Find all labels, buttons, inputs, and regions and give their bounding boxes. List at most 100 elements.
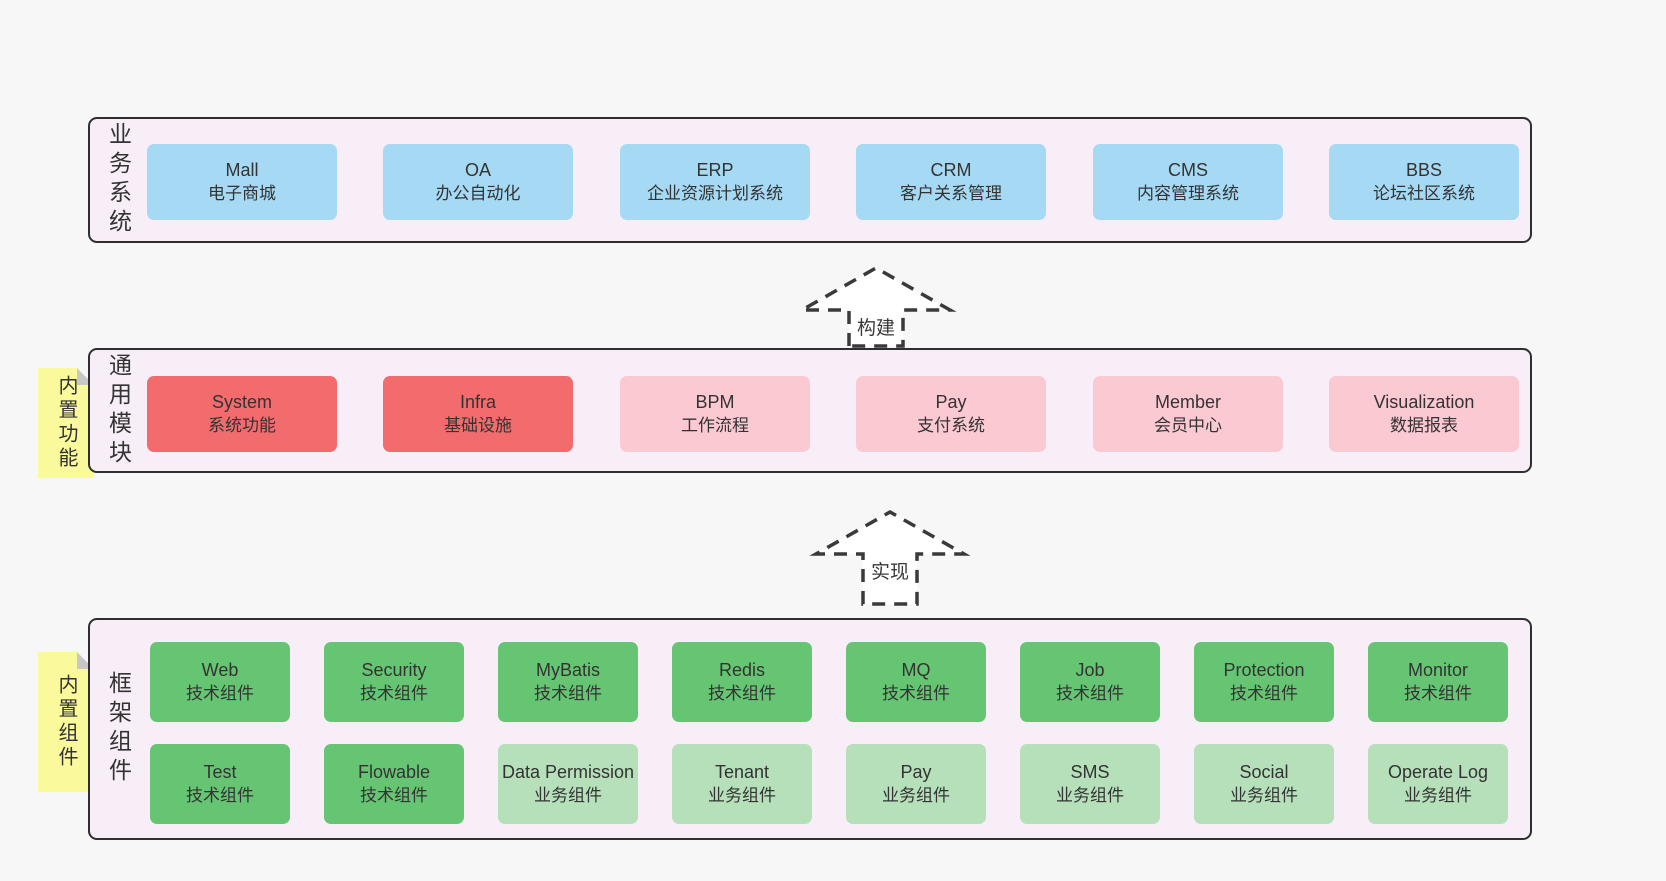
box-subtitle: 业务组件 (1056, 785, 1124, 805)
box-mall: Mall 电子商城 (147, 144, 337, 220)
box-subtitle: 技术组件 (186, 683, 254, 703)
box-protection: Protection 技术组件 (1194, 642, 1334, 722)
band-business-systems: 业务系统 Mall 电子商城 OA 办公自动化 ERP 企业资源计划系统 CRM… (88, 117, 1532, 243)
box-bbs: BBS 论坛社区系统 (1329, 144, 1519, 220)
box-social: Social 业务组件 (1194, 744, 1334, 824)
box-title: Flowable (357, 761, 431, 782)
box-subtitle: 业务组件 (1230, 785, 1298, 805)
box-title: Data Permission (501, 761, 635, 782)
box-title: Tenant (714, 761, 770, 782)
box-web: Web 技术组件 (150, 642, 290, 722)
box-title: BBS (1405, 159, 1443, 180)
box-title: OA (464, 159, 491, 180)
box-title: Member (1154, 391, 1221, 412)
box-security: Security 技术组件 (324, 642, 464, 722)
band-common-modules: 通用模块 System 系统功能 Infra 基础设施 BPM 工作流程 Pay… (88, 348, 1532, 473)
box-title: Protection (1223, 659, 1305, 680)
box-title: SMS (1070, 761, 1110, 782)
box-subtitle: 技术组件 (360, 683, 428, 703)
box-pay: Pay 支付系统 (856, 376, 1046, 452)
sticky-note-text: 内置功能 (55, 375, 77, 471)
box-mybatis: MyBatis 技术组件 (498, 642, 638, 722)
box-tenant: Tenant 业务组件 (672, 744, 812, 824)
box-subtitle: 内容管理系统 (1137, 183, 1239, 203)
box-title: ERP (696, 159, 734, 180)
box-operate-log: Operate Log 业务组件 (1368, 744, 1508, 824)
box-subtitle: 办公自动化 (435, 183, 521, 203)
box-title: Web (201, 659, 239, 680)
box-subtitle: 业务组件 (534, 785, 602, 805)
box-title: Pay (935, 391, 967, 412)
box-title: Social (1239, 761, 1289, 782)
box-bpm: BPM 工作流程 (620, 376, 810, 452)
box-title: Redis (718, 659, 766, 680)
box-subtitle: 业务组件 (882, 785, 950, 805)
box-subtitle: 技术组件 (1404, 683, 1472, 703)
box-erp: ERP 企业资源计划系统 (620, 144, 810, 220)
box-sms: SMS 业务组件 (1020, 744, 1160, 824)
box-title: Mall (225, 159, 259, 180)
box-subtitle: 技术组件 (708, 683, 776, 703)
band-components-label: 框架组件 (98, 620, 138, 838)
box-visualization: Visualization 数据报表 (1329, 376, 1519, 452)
box-subtitle: 系统功能 (208, 415, 276, 435)
box-subtitle: 业务组件 (708, 785, 776, 805)
band-framework-components: 框架组件 Web 技术组件 Security 技术组件 MyBatis 技术组件… (88, 618, 1532, 840)
box-subtitle: 电子商城 (208, 183, 276, 203)
box-monitor: Monitor 技术组件 (1368, 642, 1508, 722)
box-flowable: Flowable 技术组件 (324, 744, 464, 824)
sticky-note-built-in-components: 内置组件 (38, 652, 94, 792)
box-crm: CRM 客户关系管理 (856, 144, 1046, 220)
box-title: BPM (695, 391, 735, 412)
box-title: Job (1075, 659, 1105, 680)
box-title: Pay (900, 761, 932, 782)
box-member: Member 会员中心 (1093, 376, 1283, 452)
box-system: System 系统功能 (147, 376, 337, 452)
box-cms: CMS 内容管理系统 (1093, 144, 1283, 220)
box-title: Operate Log (1387, 761, 1489, 782)
arrow-label-implement: 实现 (867, 556, 913, 585)
box-title: System (211, 391, 272, 412)
box-infra: Infra 基础设施 (383, 376, 573, 452)
dashed-up-arrow-build (795, 265, 957, 348)
box-subtitle: 基础设施 (444, 415, 512, 435)
box-redis: Redis 技术组件 (672, 642, 812, 722)
box-title: Security (361, 659, 427, 680)
box-subtitle: 会员中心 (1154, 415, 1222, 435)
box-title: Infra (459, 391, 497, 412)
box-title: CRM (930, 159, 972, 180)
box-title: MQ (901, 659, 931, 680)
box-subtitle: 技术组件 (882, 683, 950, 703)
box-oa: OA 办公自动化 (383, 144, 573, 220)
box-subtitle: 技术组件 (360, 785, 428, 805)
band-modules-label-text: 通用模块 (105, 352, 132, 469)
band-modules-label: 通用模块 (98, 350, 138, 471)
box-subtitle: 技术组件 (1230, 683, 1298, 703)
arrow-label-build: 构建 (853, 312, 899, 341)
box-subtitle: 技术组件 (534, 683, 602, 703)
box-subtitle: 支付系统 (917, 415, 985, 435)
box-subtitle: 论坛社区系统 (1373, 183, 1475, 203)
box-subtitle: 技术组件 (186, 785, 254, 805)
box-subtitle: 数据报表 (1390, 415, 1458, 435)
box-title: CMS (1168, 159, 1208, 180)
box-subtitle: 企业资源计划系统 (647, 183, 783, 203)
box-test: Test 技术组件 (150, 744, 290, 824)
box-title: MyBatis (535, 659, 600, 680)
box-title: Test (203, 761, 237, 782)
band-components-label-text: 框架组件 (105, 671, 132, 787)
sticky-note-text: 内置组件 (55, 674, 77, 770)
box-subtitle: 工作流程 (681, 415, 749, 435)
box-subtitle: 技术组件 (1056, 683, 1124, 703)
band-business-label: 业务系统 (98, 119, 138, 241)
box-title: Monitor (1407, 659, 1469, 680)
box-pay-biz: Pay 业务组件 (846, 744, 986, 824)
box-subtitle: 业务组件 (1404, 785, 1472, 805)
box-data-permission: Data Permission 业务组件 (498, 744, 638, 824)
box-title: Visualization (1373, 391, 1475, 412)
box-subtitle: 客户关系管理 (900, 183, 1002, 203)
sticky-note-built-in-features: 内置功能 (38, 368, 94, 478)
box-mq: MQ 技术组件 (846, 642, 986, 722)
band-business-label-text: 业务系统 (105, 122, 132, 238)
